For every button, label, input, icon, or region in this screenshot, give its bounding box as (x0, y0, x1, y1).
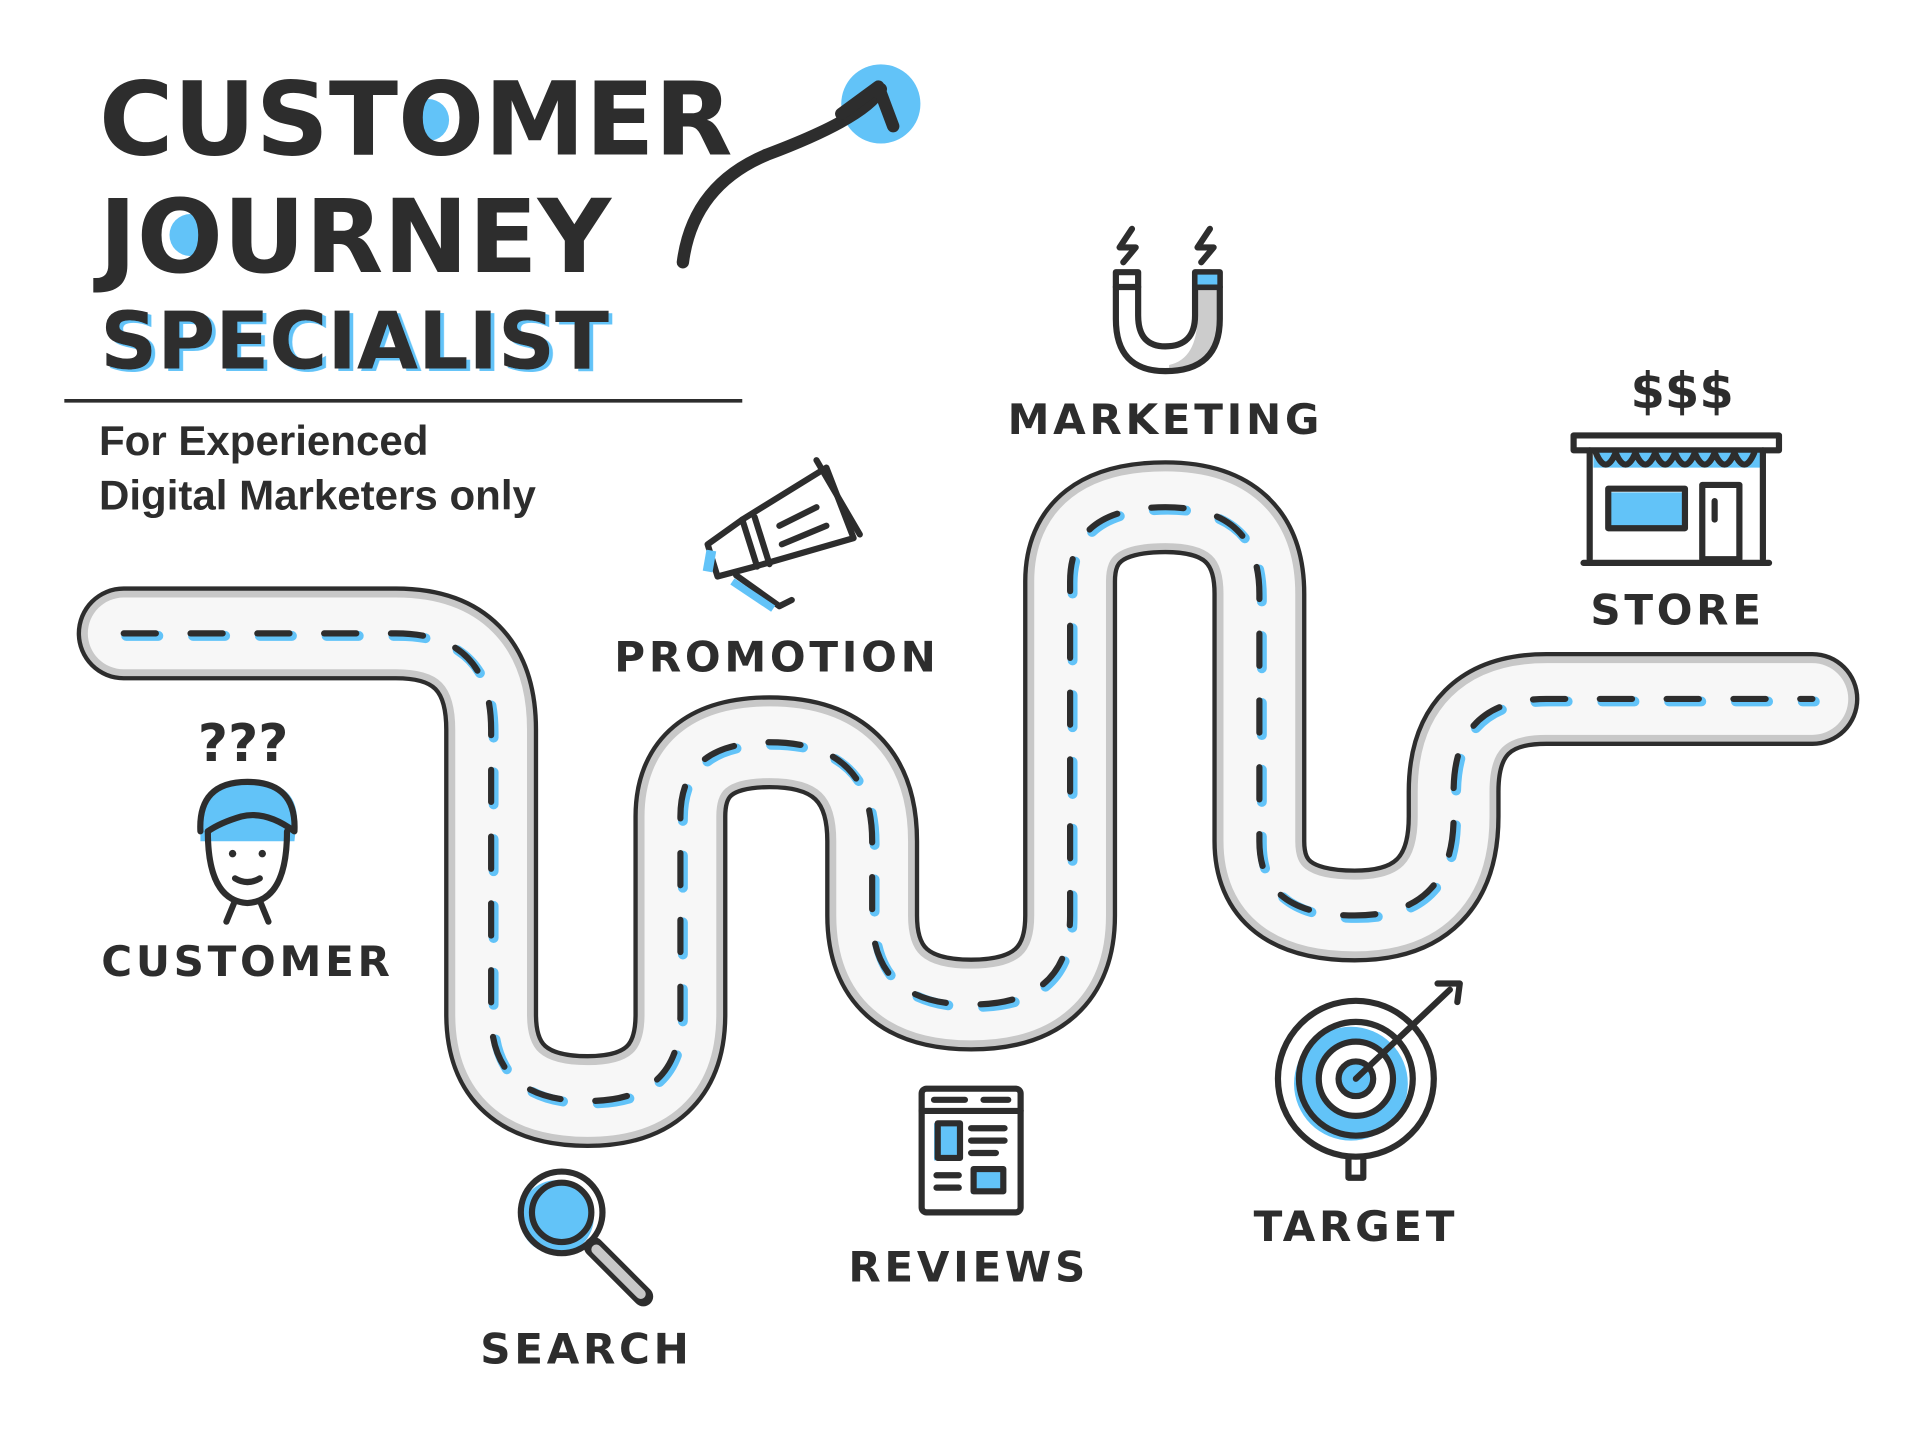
magnet-icon (1112, 225, 1223, 375)
stage-label-search: SEARCH (480, 1324, 692, 1373)
title: CUSTOMER JOURNEY SPECIALIST (93, 61, 733, 388)
title-line-2: JOURNEY (93, 178, 613, 296)
stage-label-target: TARGET (1254, 1202, 1459, 1251)
title-accent (169, 214, 212, 257)
megaphone-icon (702, 457, 863, 612)
subtitle-line-1: For Experienced (99, 417, 428, 464)
subtitle-line-2: Digital Marketers only (99, 472, 537, 519)
question-marks: ??? (198, 714, 288, 774)
title-line-1: CUSTOMER (99, 61, 733, 179)
magnifier-icon (517, 1168, 654, 1307)
store-icon: $$$ (1570, 362, 1783, 566)
road-path (76, 460, 1860, 1149)
title-line-3: SPECIALIST (100, 296, 609, 388)
customer-icon: ??? (197, 714, 298, 925)
stage-label-marketing: MARKETING (1008, 395, 1324, 444)
stage-label-promotion: PROMOTION (614, 633, 939, 682)
growth-arrow-icon (676, 64, 921, 269)
target-icon (1274, 980, 1463, 1181)
dollar-signs: $$$ (1631, 362, 1734, 420)
newspaper-icon (918, 1085, 1024, 1216)
title-accent (407, 98, 450, 142)
stage-label-store: STORE (1590, 586, 1764, 635)
stage-label-customer: CUSTOMER (101, 937, 393, 986)
stage-label-reviews: REVIEWS (848, 1243, 1089, 1292)
